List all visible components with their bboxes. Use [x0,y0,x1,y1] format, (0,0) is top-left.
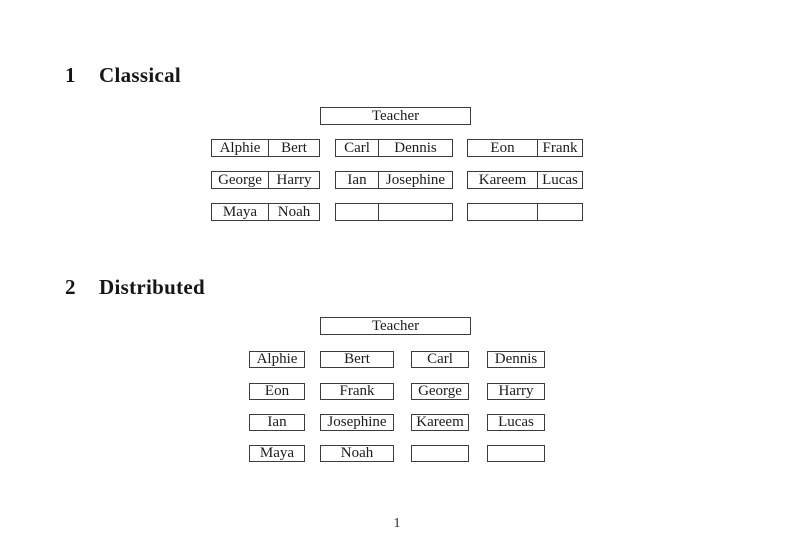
seat-bert: Bert [320,351,394,368]
seat-frank: Frank [320,383,394,400]
seat-label-empty [378,204,452,220]
page-number: 1 [393,516,401,531]
seat-label: Alphie [219,140,261,156]
section-title: Classical [99,63,182,87]
seat-label: Ian [347,172,367,188]
seat-george: George [411,383,469,400]
distributed-teacher-box: Teacher [320,317,471,335]
desk-kareem-lucas: Kareem Lucas [467,171,583,189]
seat-kareem: Kareem [411,414,469,431]
section-number: 1 [65,63,76,87]
teacher-label: Teacher [371,317,420,334]
desk-carl-dennis: Carl Dennis [335,139,453,157]
seat-ian: Ian [249,414,305,431]
desk-ian-josephine: Ian Josephine [335,171,453,189]
desk-george-harry: George Harry [211,171,320,189]
seat-label: Kareem [478,172,527,188]
seat-label: Carl [344,140,370,156]
seat-josephine: Josephine [320,414,394,431]
desk-maya-noah: Maya Noah [211,203,320,221]
seat-alphie: Alphie [249,351,305,368]
desk-empty [467,203,583,221]
desk-eon-frank: Eon Frank [467,139,583,157]
seat-label: George [218,172,262,188]
seat-label: Maya [222,204,258,220]
teacher-label: Teacher [371,107,420,124]
seat-eon: Eon [249,383,305,400]
classical-teacher-box: Teacher [320,107,471,125]
seat-empty [411,445,469,462]
seat-label-empty [537,204,582,220]
seat-label: Bert [268,140,319,156]
seat-label: Josephine [378,172,452,188]
section-heading-distributed: 2 Distributed [65,275,205,299]
seat-harry: Harry [487,383,545,400]
seat-label: Frank [537,140,582,156]
seat-maya: Maya [249,445,305,462]
seat-lucas: Lucas [487,414,545,431]
section-number: 2 [65,275,76,299]
seat-label: Dennis [378,140,452,156]
seat-label-empty [336,204,378,220]
desk-empty [335,203,453,221]
seat-carl: Carl [411,351,469,368]
section-title: Distributed [99,275,205,299]
seat-label-empty [468,204,537,220]
seat-noah: Noah [320,445,394,462]
seat-empty [487,445,545,462]
desk-alphie-bert: Alphie Bert [211,139,320,157]
seat-label: Noah [268,204,319,220]
seat-label: Eon [490,140,515,156]
seat-dennis: Dennis [487,351,545,368]
section-heading-classical: 1 Classical [65,63,182,87]
seat-label: Harry [268,172,319,188]
seat-label: Lucas [537,172,582,188]
